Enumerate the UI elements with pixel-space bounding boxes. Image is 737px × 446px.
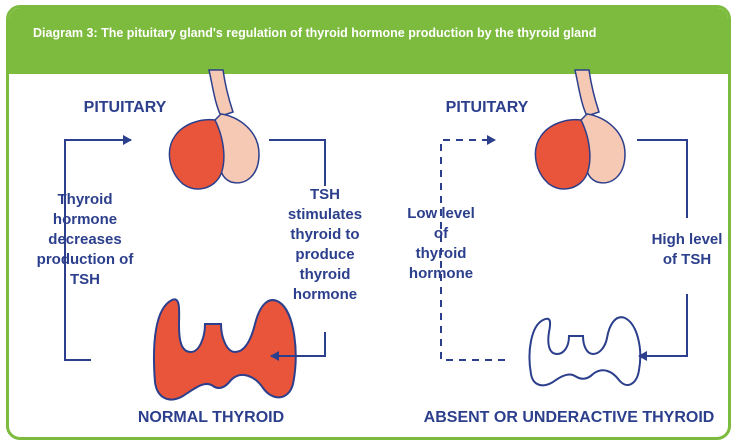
diagram-frame: Diagram 3: The pituitary gland's regulat… (6, 5, 731, 440)
right-pituitary-label: PITUITARY (427, 98, 547, 118)
right-pituitary-gland (535, 70, 625, 189)
right-feedback-label: Low level of thyroid hormone (391, 204, 491, 284)
left-pituitary-label: PITUITARY (65, 98, 185, 118)
right-thyroid-label: ABSENT OR UNDERACTIVE THYROID (409, 408, 729, 428)
left-stimulus-label: TSH stimulates thyroid to produce thyroi… (275, 185, 375, 305)
left-thyroid-label: NORMAL THYROID (121, 408, 301, 428)
left-stimulus-arrow (269, 140, 325, 186)
left-normal-thyroid-gland (154, 299, 296, 399)
right-stimulus-arrow (637, 140, 687, 218)
right-underactive-thyroid-gland (530, 317, 641, 385)
left-pituitary-gland (169, 70, 259, 189)
right-stimulus-label: High level of TSH (643, 230, 731, 270)
left-feedback-label: Thyroid hormone decreases production of … (25, 190, 145, 290)
right-stimulus-arrow-lower (639, 294, 687, 356)
